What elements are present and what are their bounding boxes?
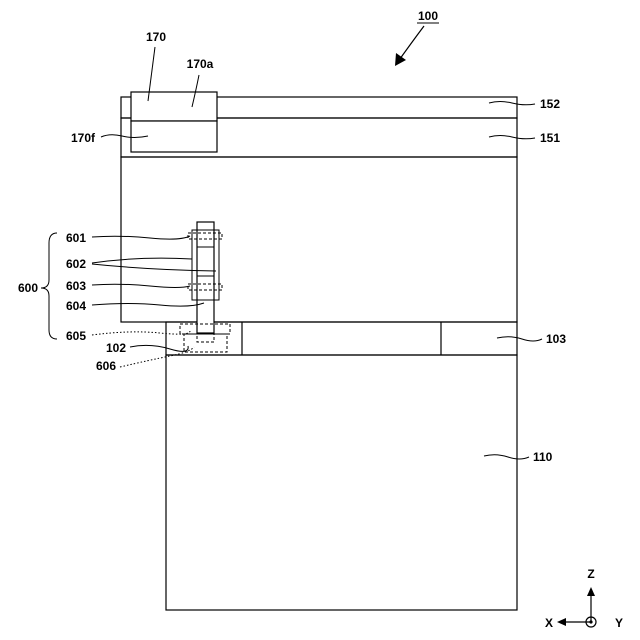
strip-102-103 [166, 322, 517, 355]
leader-603 [92, 284, 190, 287]
leader-151 [489, 136, 535, 139]
leader-604 [92, 303, 204, 306]
axis-z-arrowhead [587, 587, 595, 596]
leader-602a [92, 258, 192, 263]
label-604: 604 [66, 299, 86, 313]
label-603: 603 [66, 279, 86, 293]
leader-103 [497, 337, 542, 341]
label-100: 100 [418, 9, 438, 23]
axis-x-label: X [545, 616, 553, 630]
label-605: 605 [66, 329, 86, 343]
leader-606 [120, 347, 194, 367]
axis-y-label: Y [615, 616, 623, 630]
part-605-inner [197, 334, 214, 342]
label-103: 103 [546, 332, 566, 346]
label-152: 152 [540, 97, 560, 111]
part-606 [184, 334, 227, 352]
upper-housing [121, 157, 517, 322]
label-606: 606 [96, 359, 116, 373]
leader-102 [130, 345, 188, 351]
axis-y-dot [589, 620, 592, 623]
axes-indicator: Z X Y [545, 567, 623, 630]
label-170f: 170f [71, 131, 96, 145]
label-601: 601 [66, 231, 86, 245]
axis-z-label: Z [587, 567, 594, 581]
label-602: 602 [66, 257, 86, 271]
leader-601 [92, 236, 190, 239]
label-600: 600 [18, 281, 38, 295]
arrow-100-head [395, 53, 406, 66]
label-102: 102 [106, 341, 126, 355]
axis-x-arrowhead [557, 618, 566, 626]
label-151: 151 [540, 131, 560, 145]
label-170: 170 [146, 30, 166, 44]
leader-152 [489, 102, 535, 105]
component-170a [131, 92, 217, 121]
leader-605 [92, 331, 190, 335]
leader-110 [484, 455, 529, 459]
brace-600 [41, 233, 57, 339]
label-170a: 170a [187, 57, 214, 71]
label-110: 110 [533, 450, 553, 464]
main-body-110 [166, 355, 517, 610]
